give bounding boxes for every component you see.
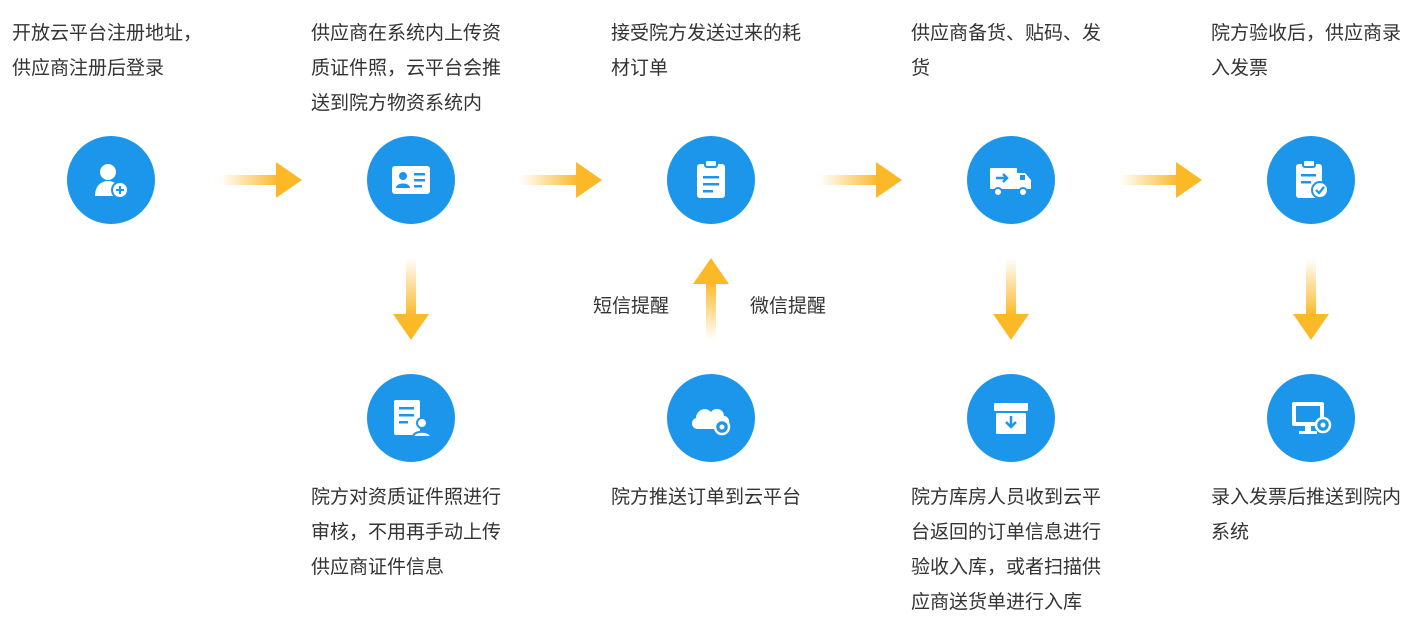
- add-user-icon: [95, 164, 129, 199]
- arrow-right-4: [1120, 162, 1202, 198]
- cloud-settings-icon: [692, 408, 731, 436]
- wechat-reminder-label: 微信提醒: [750, 295, 827, 317]
- step1-node: [67, 136, 155, 224]
- step2-node: [367, 136, 455, 224]
- inbox-download-icon: [994, 403, 1028, 434]
- step4-node: [967, 136, 1055, 224]
- arrow-down-5: [1293, 258, 1329, 340]
- step5-node: [1267, 136, 1355, 224]
- bottom2-text: 院方对资质证件照进行 审核，不用再手动上传 供应商证件信息: [311, 486, 502, 578]
- arrow-right-2: [520, 162, 602, 198]
- step1-text: 开放云平台注册地址， 供应商注册后登录: [12, 22, 203, 79]
- monitor-settings-icon: [1292, 402, 1332, 434]
- clipboard-check-icon: [1296, 159, 1329, 199]
- bottom3-node: [667, 374, 755, 462]
- arrow-down-2: [393, 258, 429, 340]
- bottom2-node: [367, 374, 455, 462]
- step2-text: 供应商在系统内上传资 质证件照，云平台会推 送到院方物资系统内: [311, 22, 502, 114]
- arrow-right-3: [820, 162, 902, 198]
- step4-text: 供应商备货、贴码、发 货: [911, 22, 1102, 79]
- bottom4-text: 院方库房人员收到云平 台返回的订单信息进行 验收入库，或者扫描供 应商送货单进行…: [911, 486, 1102, 613]
- arrow-right-1: [220, 162, 302, 198]
- id-card-icon: [392, 166, 430, 194]
- step3-text: 接受院方发送过来的耗 材订单: [611, 22, 802, 79]
- sms-reminder-label: 短信提醒: [593, 295, 670, 317]
- step5-text: 院方验收后，供应商录 入发票: [1211, 22, 1402, 79]
- bottom4-node: [967, 374, 1055, 462]
- arrow-down-4: [993, 258, 1029, 340]
- bottom3-text: 院方推送订单到云平台: [611, 486, 802, 508]
- arrow-up-3: [693, 258, 729, 340]
- step3-node: [667, 136, 755, 224]
- document-user-icon: [394, 400, 433, 438]
- delivery-truck-icon: [990, 168, 1031, 197]
- bottom5-text: 录入发票后推送到院内 系统: [1211, 486, 1402, 543]
- bottom5-node: [1267, 374, 1355, 462]
- clipboard-icon: [697, 159, 725, 198]
